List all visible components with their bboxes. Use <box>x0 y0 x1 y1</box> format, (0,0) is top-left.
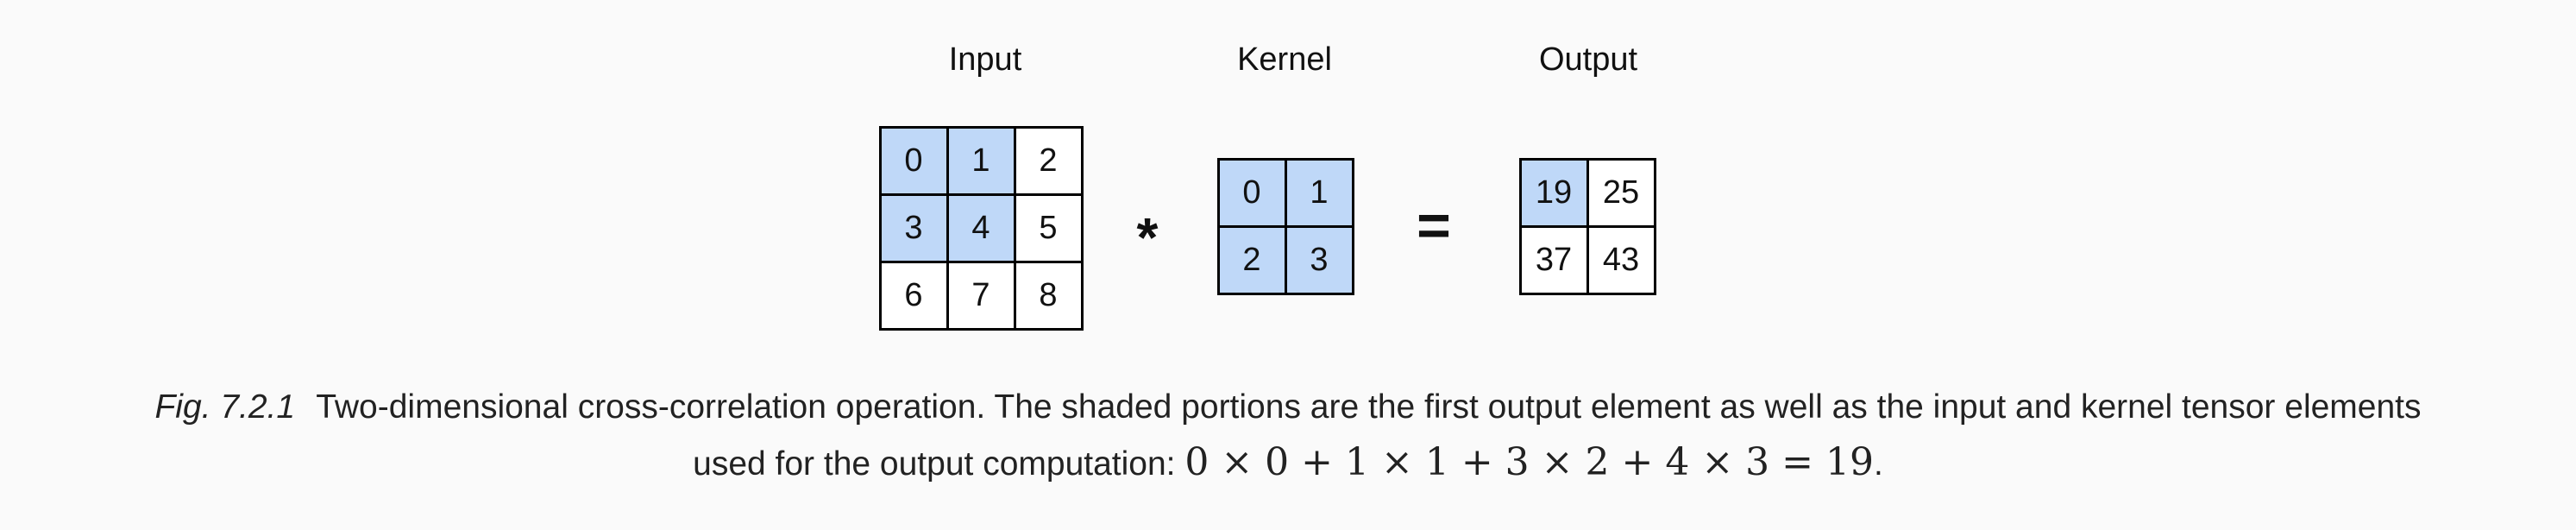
caption-line-1: Two-dimensional cross-correlation operat… <box>316 388 2422 426</box>
kernel-cell: 2 <box>1216 224 1287 295</box>
input-cell: 8 <box>1013 260 1084 331</box>
input-cell: 1 <box>946 125 1016 196</box>
output-cell: 37 <box>1518 224 1589 295</box>
caption-formula: 0 × 0 + 1 × 1 + 3 × 2 + 4 × 3 = 19 <box>1184 440 1875 484</box>
input-cell: 0 <box>878 125 949 196</box>
figure-caption: Fig. 7.2.1 Two-dimensional cross-correla… <box>0 380 2576 492</box>
kernel-cell: 3 <box>1284 224 1354 295</box>
output-label: Output <box>1538 41 1638 78</box>
input-cell: 5 <box>1013 192 1084 263</box>
figure-number: Fig. 7.2.1 <box>154 388 296 426</box>
output-cell: 43 <box>1586 224 1656 295</box>
equals-operator: = <box>1417 192 1451 258</box>
output-cell: 19 <box>1518 157 1589 228</box>
input-cell: 7 <box>946 260 1016 331</box>
input-cell: 4 <box>946 192 1016 263</box>
caption-line-2: used for the output computation: <box>693 445 1185 483</box>
kernel-cell: 1 <box>1284 157 1354 228</box>
input-cell: 2 <box>1013 125 1084 196</box>
input-label: Input <box>948 41 1022 78</box>
output-cell: 25 <box>1586 157 1656 228</box>
caption-end: . <box>1874 445 1883 483</box>
input-cell: 6 <box>878 260 949 331</box>
cross-correlation-operator: * <box>1136 206 1159 268</box>
input-cell: 3 <box>878 192 949 263</box>
kernel-label: Kernel <box>1237 41 1332 78</box>
kernel-cell: 0 <box>1216 157 1287 228</box>
